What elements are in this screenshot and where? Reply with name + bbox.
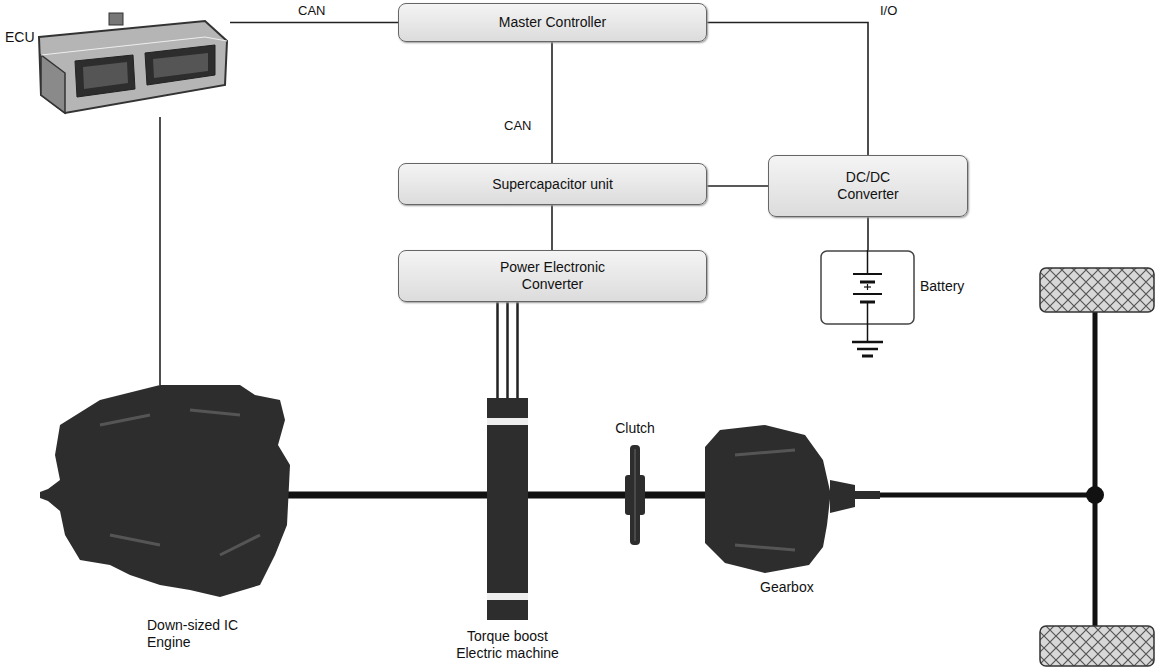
box-label: DC/DC Converter: [823, 169, 913, 203]
connector-line: [707, 185, 768, 187]
connector: [230, 22, 398, 23]
part-label: Battery: [920, 278, 990, 295]
signal-label: CAN: [502, 118, 533, 134]
controller-box: Master Controller: [398, 3, 707, 42]
connector-line: [707, 23, 868, 156]
wheel: [1040, 268, 1154, 312]
signal-label: CAN: [296, 3, 327, 19]
connector: [160, 117, 161, 385]
connector-line: [159, 117, 161, 385]
part-label: Clutch: [600, 420, 670, 437]
connector: [868, 217, 869, 250]
signal-label: I/O: [878, 3, 899, 19]
ecu-illustration: [5, 15, 230, 117]
part-label: Down-sized IC Engine: [147, 617, 262, 651]
part-label: Gearbox: [760, 579, 850, 596]
box-label: Supercapacitor unit: [492, 176, 613, 193]
connector: [552, 205, 553, 250]
connector-line: [516, 302, 519, 398]
connector: [707, 186, 768, 187]
gearbox: Gearbox: [705, 425, 880, 600]
connector-line: [867, 217, 869, 250]
battery-symbol: [820, 250, 915, 325]
supercapacitor-box: Supercapacitor unit: [398, 163, 707, 205]
axle: [878, 312, 1095, 628]
ecu: ECU: [5, 15, 230, 117]
clutch-illustration: [625, 445, 645, 545]
connector: [707, 23, 868, 156]
connector-line: [551, 42, 553, 163]
battery: Battery: [820, 250, 915, 325]
connector-line: [230, 22, 398, 24]
ground-symbol: [852, 325, 883, 356]
connector-line: [496, 302, 499, 398]
converter-box: Power Electronic Converter: [398, 250, 707, 302]
shaft: [645, 495, 705, 496]
electric-machine: Torque boost Electric machine: [487, 398, 528, 620]
connector-line: [645, 492, 705, 499]
shaft: [528, 495, 625, 496]
connector-line: [551, 205, 553, 250]
converter-box: DC/DC Converter: [768, 155, 968, 217]
wheel: [1040, 626, 1154, 666]
connector-line: [528, 492, 625, 499]
box-label: Power Electronic Converter: [478, 259, 628, 293]
electric-machine-illustration: [487, 398, 528, 620]
connector-line: [506, 302, 509, 398]
part-label: ECU: [5, 29, 45, 46]
engine-illustration: [40, 385, 290, 597]
connector: [552, 42, 553, 163]
connector-line: [287, 492, 487, 499]
engine: Down-sized IC Engine: [40, 385, 290, 597]
part-label: Torque boost Electric machine: [447, 628, 568, 662]
box-label: Master Controller: [499, 14, 606, 31]
clutch: Clutch: [625, 445, 645, 545]
differential: [1086, 486, 1104, 504]
shaft: [287, 495, 487, 496]
gearbox-illustration: [705, 425, 880, 600]
connector: [498, 302, 518, 398]
